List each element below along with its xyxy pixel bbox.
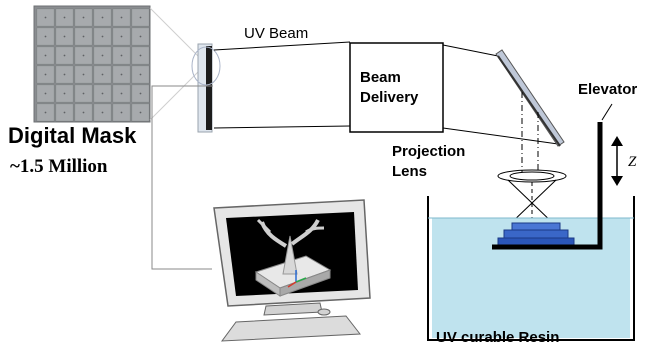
cad-model <box>254 218 332 297</box>
mask-element <box>191 43 221 133</box>
mask-cell-dot <box>82 54 85 57</box>
zoom-line-top <box>149 7 201 59</box>
projection-lens-label-line2: Lens <box>392 163 428 180</box>
monitor <box>213 199 371 342</box>
uv-beam-upper <box>213 41 351 51</box>
mask-cell-dot <box>63 54 66 57</box>
digital-mask-label: Digital Mask <box>8 123 137 148</box>
mask-cell-dot <box>120 16 123 19</box>
mask-cell-dot <box>63 111 66 114</box>
mask-cell-dot <box>101 54 104 57</box>
z-arrow <box>611 136 623 186</box>
mask-cell-dot <box>139 111 142 114</box>
mask-cell-dot <box>82 16 85 19</box>
mask-cell-dot <box>139 16 142 19</box>
mask-cell-dot <box>101 73 104 76</box>
elevator-platform <box>492 122 603 250</box>
beam-delivery-label-line1: Beam <box>360 69 401 86</box>
mask-cell-dot <box>139 35 142 38</box>
mask-cell-dot <box>120 111 123 114</box>
elevator-pointer <box>601 103 613 121</box>
mask-cell-dot <box>44 54 47 57</box>
mask-cell-dot <box>120 35 123 38</box>
beam-delivery-box <box>349 42 444 133</box>
resin-vat <box>427 196 635 341</box>
mask-cell-dot <box>82 35 85 38</box>
mask-cell-dot <box>120 73 123 76</box>
mask-cell-dot <box>139 54 142 57</box>
uv-beam-lower <box>213 125 351 129</box>
mask-cell-dot <box>139 92 142 95</box>
mask-cell-dot <box>44 35 47 38</box>
mask-cell-dot <box>120 54 123 57</box>
mask-cell-dot <box>63 16 66 19</box>
mask-cell-dot <box>120 92 123 95</box>
mask-cell-dot <box>63 92 66 95</box>
projection-lens-label-line1: Projection <box>392 143 466 160</box>
built-part <box>497 222 575 248</box>
mask-cell-dot <box>63 73 66 76</box>
zoom-line-bottom <box>149 69 201 121</box>
mask-cell-dot <box>44 92 47 95</box>
z-axis-label: Z <box>628 154 637 170</box>
beam-delivery-label-line2: Delivery <box>360 89 419 106</box>
uv-beam-label: UV Beam <box>244 25 309 42</box>
mask-cell-dot <box>101 16 104 19</box>
resin-label: UV curable Resin <box>436 329 560 346</box>
mask-cell-dot <box>82 73 85 76</box>
mask-cell-dot <box>44 73 47 76</box>
digital-mask-grid <box>33 5 151 123</box>
mask-cell-dot <box>101 35 104 38</box>
mask-cell-dot <box>44 16 47 19</box>
mask-cell-dot <box>82 111 85 114</box>
beam-to-mirror-upper <box>442 44 499 57</box>
mask-cell-dot <box>101 111 104 114</box>
mask-cell-dot <box>44 111 47 114</box>
beam-to-mirror-lower <box>442 127 559 145</box>
mirror <box>495 49 565 147</box>
mask-cell-dot <box>101 92 104 95</box>
resolution-label: ~1.5 Million <box>10 156 108 177</box>
connector-cable <box>151 85 213 270</box>
mask-cell-dot <box>82 92 85 95</box>
elevator-label: Elevator <box>578 81 638 98</box>
mask-cell-dot <box>63 35 66 38</box>
mask-cell-dot <box>139 73 142 76</box>
